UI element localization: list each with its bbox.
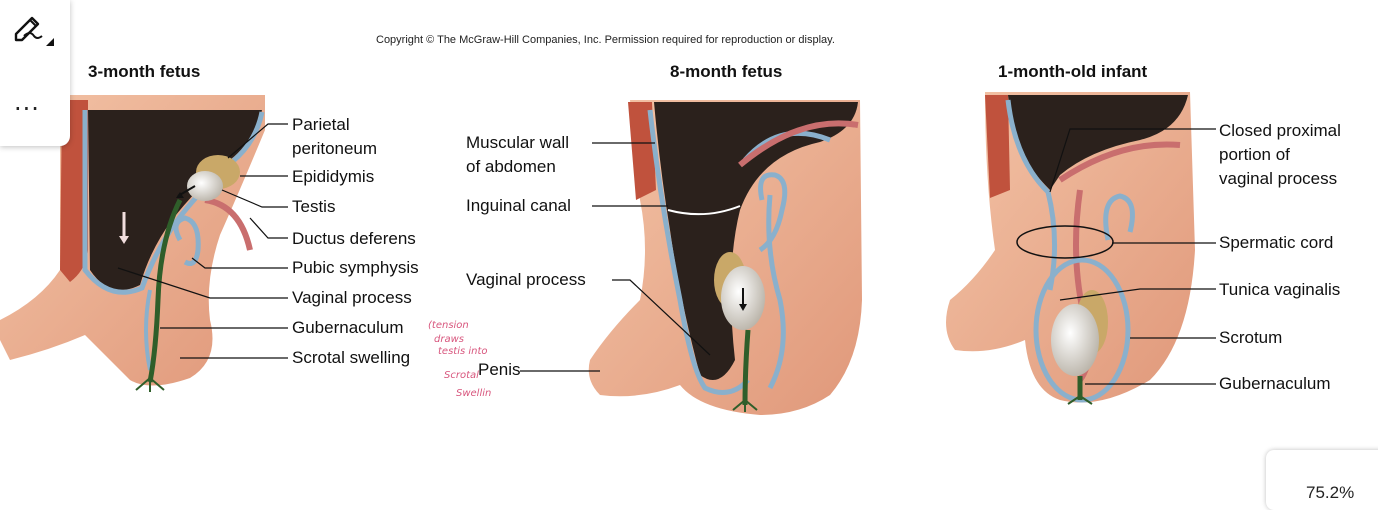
label-pubic-symphysis: Pubic symphysis: [292, 258, 419, 277]
testis-shape: [187, 171, 223, 201]
label-peritoneum: peritoneum: [292, 139, 378, 158]
panel-8-month-fetus: [520, 100, 862, 415]
closed-proximal-line: [1005, 99, 1057, 291]
copyright-notice: Copyright © The McGraw-Hill Companies, I…: [376, 34, 835, 46]
label-gubernaculum-3: Gubernaculum: [1219, 374, 1331, 393]
handwritten-note-line-3: testis into: [438, 346, 488, 357]
zoom-level-text: 75.2%: [1306, 483, 1355, 502]
label-scrotum: Scrotum: [1219, 328, 1283, 347]
label-portion-of: portion of: [1219, 145, 1290, 164]
ductus-deferens-shape: [204, 197, 253, 251]
ductus-deferens-shape-2: [738, 120, 859, 168]
label-vaginal-process: Vaginal process: [292, 288, 412, 307]
pen-edit-icon[interactable]: [10, 10, 56, 50]
panel-title-8-month: 8-month fetus: [670, 62, 783, 81]
vaginal-process-line-2: [647, 109, 750, 395]
panel-1-month-infant: [946, 92, 1216, 405]
abdominal-cavity-3: [1008, 95, 1188, 190]
panel-title-3-month: 3-month fetus: [88, 62, 201, 81]
annotation-tool-panel: ...: [0, 0, 70, 146]
label-vaginal-process-2: Vaginal process: [466, 270, 586, 289]
label-penis: Penis: [478, 360, 521, 379]
gubernaculum-cord: [147, 198, 183, 383]
label-ductus-deferens: Ductus deferens: [292, 229, 416, 248]
label-of-abdomen: of abdomen: [466, 157, 556, 176]
zoom-indicator[interactable]: 75.2%: [1266, 450, 1378, 510]
handwritten-note-line-5: Swellin: [456, 388, 492, 399]
label-scrotal-swelling: Scrotal swelling: [292, 348, 411, 367]
panel-3-month-fetus: [0, 95, 288, 392]
label-testis: Testis: [292, 197, 336, 216]
panel-title-1-month: 1-month-old infant: [998, 62, 1148, 81]
pubic-symphysis-shape: [173, 215, 201, 266]
testis-shape-3: [1051, 304, 1099, 376]
label-tunica-vaginalis: Tunica vaginalis: [1219, 280, 1341, 299]
label-vaginal-process-3: vaginal process: [1219, 169, 1338, 188]
muscular-wall-3: [985, 95, 1010, 198]
abdominal-cavity: [88, 110, 262, 290]
label-parietal: Parietal: [292, 115, 350, 134]
muscular-wall-2: [628, 102, 656, 200]
label-gubernaculum: Gubernaculum: [292, 318, 404, 337]
label-muscular-wall: Muscular wall: [466, 133, 569, 152]
more-options-button[interactable]: ...: [14, 88, 40, 116]
abdominal-cavity-2: [654, 102, 858, 380]
handwritten-note-line-1: (tension: [428, 320, 469, 331]
handwritten-note-line-2: draws: [434, 334, 464, 345]
muscular-wall: [60, 100, 88, 282]
label-spermatic-cord: Spermatic cord: [1219, 233, 1334, 252]
gubernaculum-cord-2: [742, 329, 751, 406]
label-epididymis: Epididymis: [292, 167, 375, 186]
label-closed-proximal: Closed proximal: [1219, 121, 1341, 140]
label-inguinal-canal: Inguinal canal: [466, 196, 571, 215]
handwritten-note-line-4: Scrotal: [444, 370, 479, 381]
vaginal-process-shape: [144, 289, 152, 371]
